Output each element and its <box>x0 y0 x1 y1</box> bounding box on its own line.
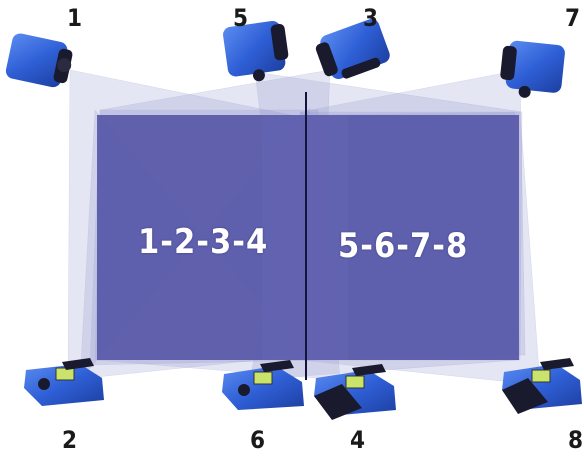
projector-icon <box>315 19 390 79</box>
projection-screen <box>97 115 519 360</box>
projector-number-1: 1 <box>67 4 83 32</box>
zone-label-right: 5-6-7-8 <box>338 226 469 266</box>
camera-projector-icon <box>502 358 582 414</box>
projector-icon <box>5 33 73 88</box>
camera-projector-icon <box>314 364 396 420</box>
projector-number-3: 3 <box>363 4 379 32</box>
projector-number-7: 7 <box>565 4 581 32</box>
camera-projector-icon <box>24 358 104 406</box>
projector-number-4: 4 <box>350 426 366 454</box>
projector-number-2: 2 <box>62 426 78 454</box>
projector-number-5: 5 <box>233 4 249 32</box>
projector-icon <box>223 20 289 82</box>
projector-number-6: 6 <box>250 426 266 454</box>
projector-icon <box>500 40 565 98</box>
zone-label-left: 1-2-3-4 <box>138 222 269 262</box>
camera-projector-icon <box>222 360 304 410</box>
projector-number-8: 8 <box>568 426 584 454</box>
